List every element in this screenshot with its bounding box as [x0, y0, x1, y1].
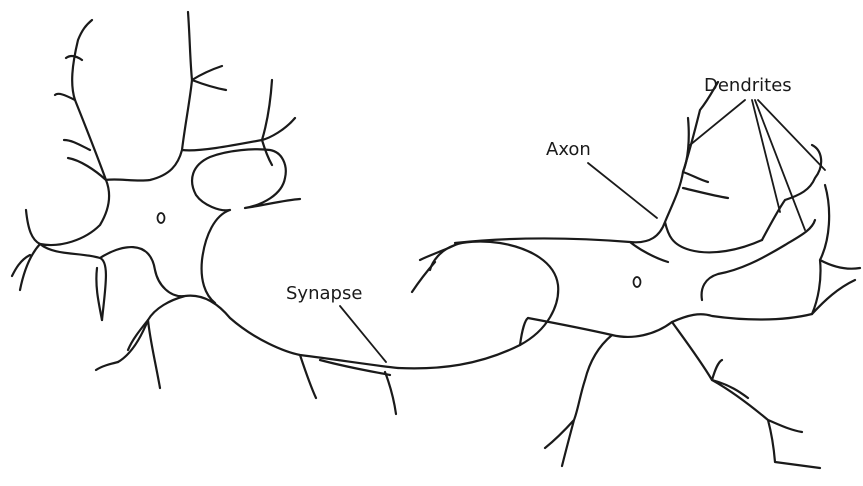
synapse-label: Synapse — [286, 285, 362, 303]
axon-pointer — [588, 163, 657, 218]
right-nucleus — [634, 277, 641, 287]
axon-terminal-branches — [412, 245, 528, 345]
axon-path — [398, 242, 558, 369]
dendrites-pointer-4 — [690, 100, 745, 145]
right-neuron — [455, 82, 860, 468]
dendrites-label: Dendrites — [704, 77, 792, 95]
right-neuron-body — [455, 82, 815, 337]
left-neuron-body — [40, 80, 398, 388]
axon-line — [398, 242, 558, 369]
synapse-pointer — [340, 306, 386, 362]
left-nucleus — [158, 213, 165, 223]
left-neuron — [12, 12, 398, 414]
axon-label: Axon — [546, 141, 591, 159]
left-neuron-branches — [12, 12, 396, 414]
